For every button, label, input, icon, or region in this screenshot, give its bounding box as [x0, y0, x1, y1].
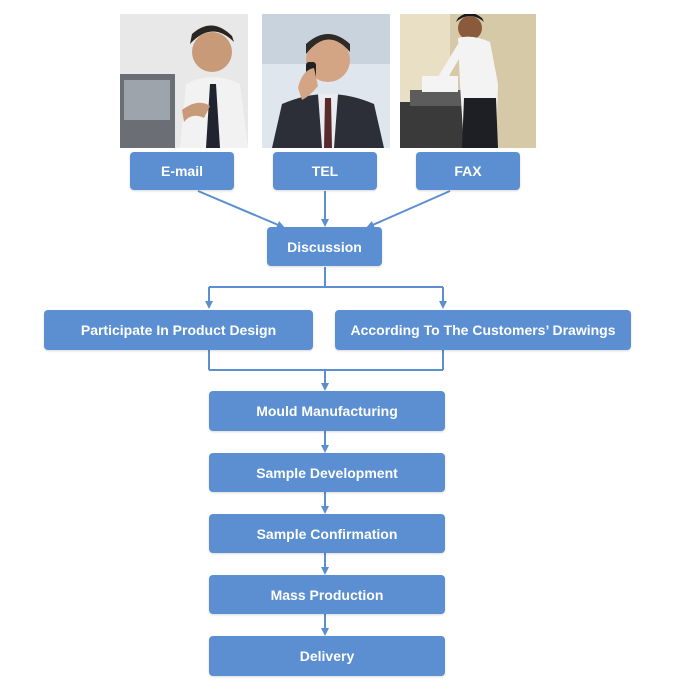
customer-drawings-box: According To The Customers’ Drawings: [335, 310, 631, 350]
person-on-phone-photo: [262, 14, 390, 148]
person-at-computer-photo: [120, 14, 248, 148]
person-at-fax-photo: [400, 14, 536, 148]
sample-confirmation-box: Sample Confirmation: [209, 514, 445, 553]
discussion-box: Discussion: [267, 227, 382, 266]
arrow-email-to-discussion: [197, 190, 285, 229]
mass-production-box: Mass Production: [209, 575, 445, 614]
tel-box: TEL: [273, 152, 377, 190]
fax-box: FAX: [416, 152, 520, 190]
mould-manufacturing-box: Mould Manufacturing: [209, 391, 445, 431]
delivery-box: Delivery: [209, 636, 445, 676]
sample-development-box: Sample Development: [209, 453, 445, 492]
arrow-fax-to-discussion: [366, 190, 451, 229]
email-box: E-mail: [130, 152, 234, 190]
participate-design-box: Participate In Product Design: [44, 310, 313, 350]
